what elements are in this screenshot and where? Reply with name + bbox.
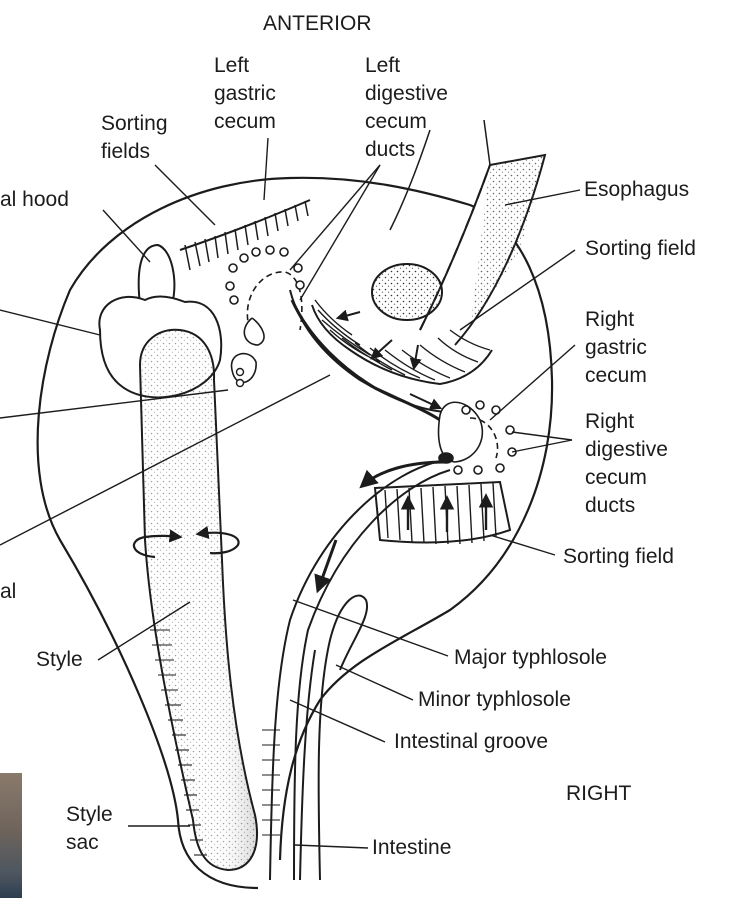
label-esophagus: Esophagus (584, 176, 689, 204)
esophagus-opening (372, 264, 442, 320)
label-right-gastric-cecum: Right gastric cecum (585, 306, 647, 390)
sorting-field-bottom (375, 482, 510, 544)
label-style-sac: Style sac (66, 801, 113, 857)
label-sorting-field-bottom: Sorting field (563, 543, 674, 571)
label-minor-typhlosole: Minor typhlosole (418, 686, 571, 714)
right-gastric-cecum (439, 401, 516, 474)
label-left-digestive-cecum-ducts: Left digestive cecum ducts (365, 52, 448, 164)
label-right: RIGHT (566, 780, 631, 808)
label-left-gastric-cecum: Left gastric cecum (214, 52, 276, 136)
label-gastric-hood-partial: al hood (0, 186, 69, 214)
sorting-field-bottom-arrows (408, 496, 486, 532)
label-major-typhlosole: Major typhlosole (454, 644, 607, 672)
label-sorting-field-top: Sorting field (585, 235, 696, 263)
label-anterior: ANTERIOR (263, 10, 372, 38)
label-intestine: Intestine (372, 834, 451, 862)
label-right-digestive-cecum-ducts: Right digestive cecum ducts (585, 408, 668, 520)
label-left-edge-partial: al (0, 578, 16, 606)
label-sorting-fields: Sorting fields (101, 110, 168, 166)
photo-fragment (0, 773, 22, 898)
label-intestinal-groove: Intestinal groove (394, 728, 548, 756)
label-style: Style (36, 646, 83, 674)
